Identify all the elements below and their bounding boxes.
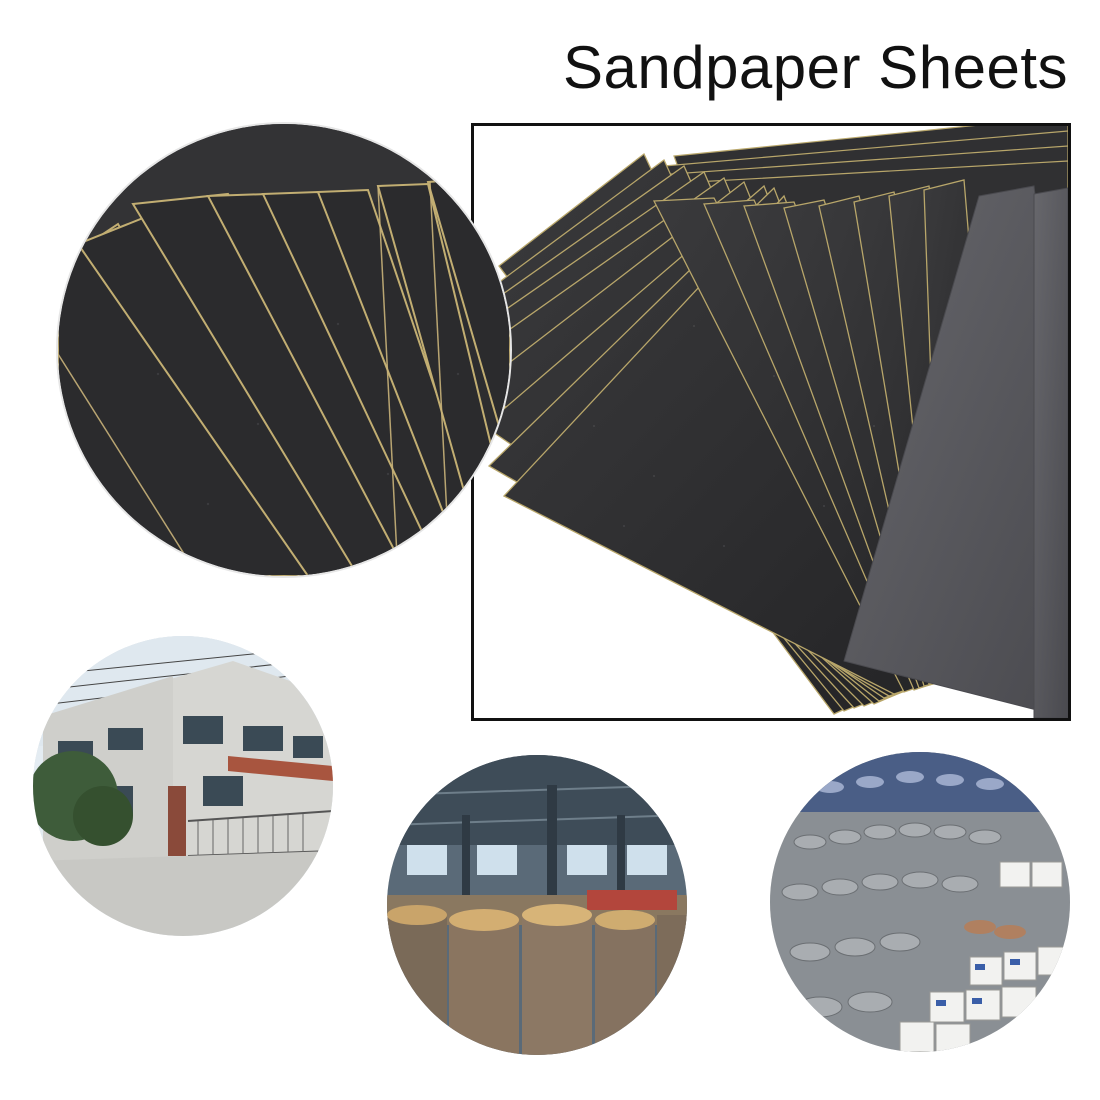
page-title: Sandpaper Sheets bbox=[562, 34, 1068, 101]
warehouse-rolls-illustration bbox=[387, 755, 687, 1055]
factory-building-photo bbox=[33, 636, 333, 936]
factory-building-illustration bbox=[33, 636, 333, 936]
warehouse-stock-photo bbox=[770, 752, 1070, 1052]
warehouse-rolls-photo bbox=[387, 755, 687, 1055]
warehouse-stock-illustration bbox=[770, 752, 1070, 1052]
sandpaper-closeup-illustration bbox=[58, 124, 510, 576]
sandpaper-fan-illustration bbox=[474, 126, 1068, 718]
sandpaper-closeup-photo bbox=[58, 124, 510, 576]
sandpaper-fan-photo bbox=[471, 123, 1071, 721]
